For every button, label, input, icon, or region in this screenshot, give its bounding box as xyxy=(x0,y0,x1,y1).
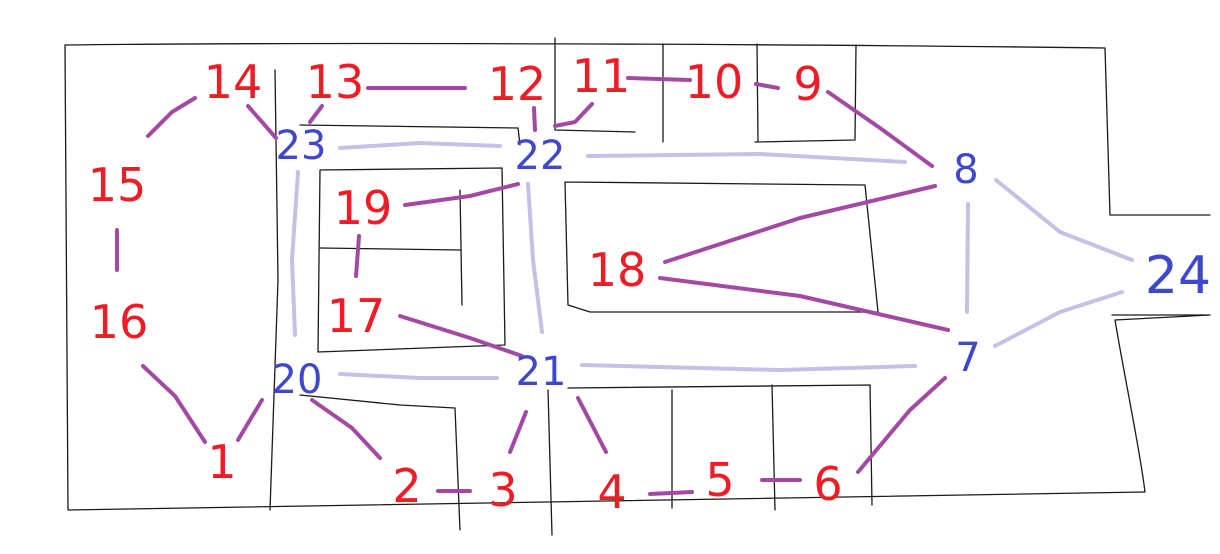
edge-12-22 xyxy=(532,106,537,132)
node-13: 13 xyxy=(306,55,365,109)
wall-room-18 xyxy=(564,181,879,313)
node-17: 17 xyxy=(327,289,386,343)
edge-14-15 xyxy=(146,96,197,138)
node-11: 11 xyxy=(572,49,631,103)
wall-bottom-left xyxy=(299,394,461,531)
wall-top-rooms xyxy=(554,37,857,143)
edge-16-1 xyxy=(141,364,207,444)
wall-bottom-rooms xyxy=(547,384,873,536)
edge-22-8 xyxy=(586,152,907,164)
node-10: 10 xyxy=(685,55,744,109)
edge-18-8 xyxy=(663,184,937,264)
node-9: 9 xyxy=(793,57,822,111)
node-20: 20 xyxy=(272,357,323,403)
edge-13-23 xyxy=(308,104,324,124)
node-2: 2 xyxy=(392,459,421,513)
node-22: 22 xyxy=(515,133,566,179)
edge-23-20 xyxy=(290,170,300,337)
wall-room-19-split xyxy=(319,189,463,306)
node-15: 15 xyxy=(88,158,147,212)
edge-22-21 xyxy=(526,182,544,334)
node-5: 5 xyxy=(705,453,734,507)
wall-inner-top xyxy=(299,124,521,146)
node-19: 19 xyxy=(334,181,393,235)
node-6: 6 xyxy=(813,457,842,511)
wall-room-19 xyxy=(317,167,506,353)
node-3: 3 xyxy=(488,463,517,517)
edge-11-22 xyxy=(553,102,594,128)
edge-18-7 xyxy=(658,276,950,332)
edge-9-8 xyxy=(826,90,934,168)
node-12: 12 xyxy=(488,57,547,111)
node-7: 7 xyxy=(955,335,980,381)
node-1: 1 xyxy=(207,435,236,489)
node-14: 14 xyxy=(204,55,263,109)
edge-21-4 xyxy=(576,396,608,454)
edge-8-7 xyxy=(965,202,970,314)
edge-19-22 xyxy=(403,182,520,207)
edge-19-17 xyxy=(354,234,361,278)
edge-17-21 xyxy=(398,314,524,358)
edge-23-22 xyxy=(338,141,502,150)
edge-4-5 xyxy=(648,490,694,496)
node-18: 18 xyxy=(588,243,647,297)
graph-edges xyxy=(115,76,1134,496)
edge-6-7 xyxy=(856,376,947,474)
edge-8-24 xyxy=(994,178,1134,262)
node-8: 8 xyxy=(953,147,978,193)
edge-10-9 xyxy=(754,82,780,90)
edge-7-24 xyxy=(993,290,1124,348)
edge-20-21 xyxy=(338,372,499,380)
edge-11-10 xyxy=(626,76,692,82)
node-23: 23 xyxy=(276,123,327,169)
node-4: 4 xyxy=(597,465,626,519)
node-24: 24 xyxy=(1145,246,1211,306)
edge-14-23 xyxy=(246,104,278,140)
node-16: 16 xyxy=(90,295,149,349)
edge-3-21 xyxy=(508,410,528,454)
edge-21-7 xyxy=(580,363,917,372)
edge-20-2 xyxy=(310,398,382,460)
node-21: 21 xyxy=(516,349,567,395)
edge-1-20 xyxy=(236,398,264,442)
